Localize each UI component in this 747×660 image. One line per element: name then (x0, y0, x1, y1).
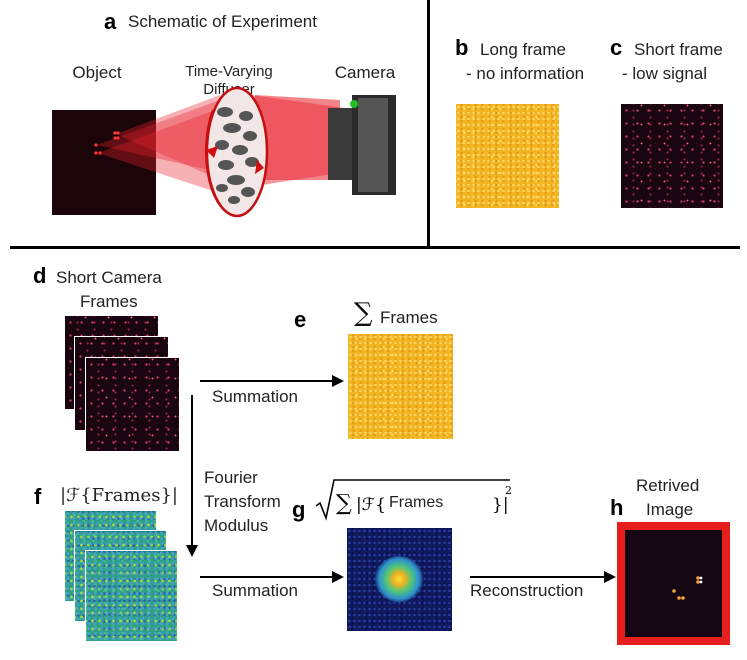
fourier-frame-stack-3 (85, 550, 178, 642)
fourier-label-line1: Fourier (204, 468, 258, 487)
diffuser (204, 86, 269, 218)
summed-frames-image (348, 334, 453, 439)
summation-arrow-bottom (200, 576, 334, 578)
long-frame-image (456, 104, 559, 208)
panel-c-line1: Short frame (634, 40, 723, 59)
panel-g-label: Frames (389, 494, 444, 511)
retrieved-image (625, 530, 722, 637)
panel-d-letter: d (33, 263, 47, 288)
panel-f-letter: f (34, 484, 42, 509)
svg-text:∑: ∑ (336, 491, 352, 516)
camera-label: Camera (334, 63, 396, 82)
reconstruction-arrow (470, 576, 606, 578)
panel-d-line2: Frames (80, 292, 138, 311)
svg-text:}|: }| (492, 495, 509, 515)
panel-h-letter: h (610, 495, 624, 520)
reconstruction-label: Reconstruction (470, 581, 584, 600)
summation-label-bottom: Summation (212, 581, 298, 600)
camera-body (328, 95, 396, 195)
panel-b-line2: - no information (466, 64, 585, 83)
object-points (94, 131, 120, 155)
panel-b-letter: b (455, 35, 469, 60)
svg-text:2: 2 (505, 484, 512, 497)
summation-label-top: Summation (212, 387, 298, 406)
vertical-divider (427, 0, 430, 247)
fourier-arrowhead (186, 545, 198, 557)
panel-b-line1: Long frame (480, 40, 566, 59)
panel-c-letter: c (610, 35, 623, 60)
horizontal-divider (10, 246, 740, 249)
retrieved-points (672, 576, 703, 600)
panel-d-line1: Short Camera (56, 268, 162, 287)
object-label: Object (72, 63, 122, 82)
fourier-arrow (191, 395, 193, 547)
panel-f-label: |ℱ{Frames}| (60, 485, 178, 506)
autocorrelation-image (347, 528, 452, 631)
panel-e-letter: e (294, 307, 307, 332)
short-frame-stack-3 (85, 357, 180, 452)
panel-e-label: Frames (380, 308, 438, 327)
summation-arrow-top (200, 380, 334, 382)
short-frame-image (621, 104, 723, 208)
object-square (52, 110, 156, 215)
diffuser-label-line1: Time-Varying (185, 63, 273, 80)
retrieved-image-frame (617, 522, 730, 645)
panel-h-line2: Image (646, 500, 694, 519)
summation-arrowhead-bottom (332, 571, 344, 583)
sum-symbol: ∑ (354, 298, 373, 328)
panel-h-line1: Retrived (636, 476, 700, 495)
fourier-label-line2: Transform (204, 492, 281, 511)
panel-c-line2: - low signal (622, 64, 708, 83)
sqrt-formula: ∑ |ℱ{ }| 2 (315, 479, 512, 521)
fourier-label-line3: Modulus (204, 516, 269, 535)
panel-g-letter: g (292, 497, 306, 522)
panel-a-title: Schematic of Experiment (128, 12, 317, 31)
autocorrelation-center (375, 556, 423, 602)
svg-text:|ℱ{: |ℱ{ (356, 495, 386, 515)
reconstruction-arrowhead (604, 571, 616, 583)
panel-a-letter: a (104, 9, 117, 34)
experiment-schematic (52, 86, 396, 218)
summation-arrowhead-top (332, 375, 344, 387)
